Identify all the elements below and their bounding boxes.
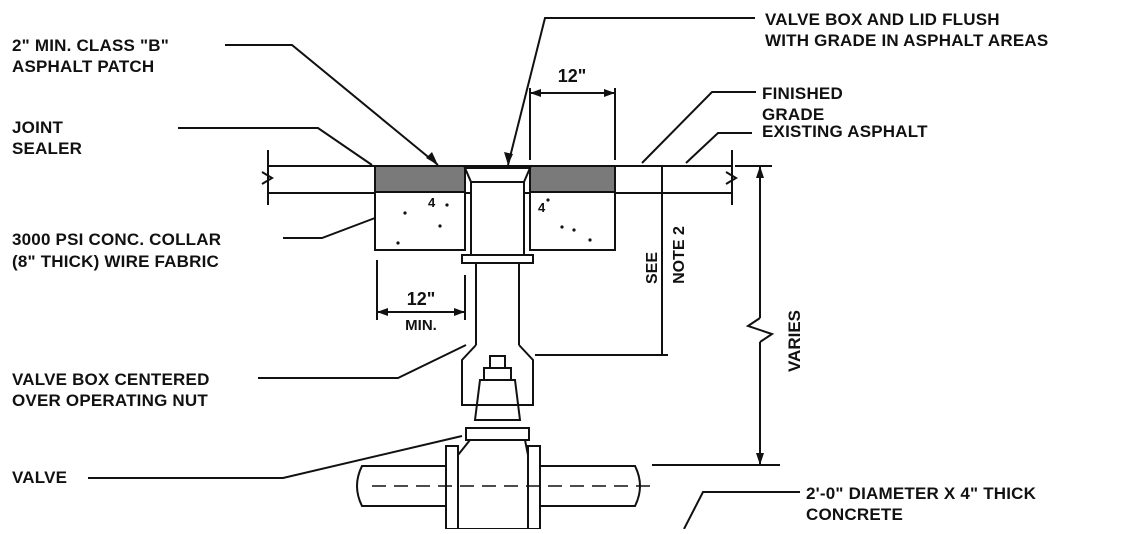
valve-bonnet xyxy=(465,427,530,441)
break-mark-right xyxy=(725,171,738,185)
label-joint-sealer-2: SEALER xyxy=(12,139,83,158)
see-note-text-2: NOTE 2 xyxy=(671,226,688,284)
operating-nut xyxy=(489,355,506,369)
leader-concrete-pad xyxy=(683,491,800,530)
valve-body xyxy=(457,439,529,530)
label-valve-box-lid-1: VALVE BOX AND LID FLUSH xyxy=(765,10,1000,29)
pipe-left xyxy=(356,465,446,507)
label-concrete-pad-1: 2'-0" DIAMETER X 4" THICK xyxy=(806,484,1037,503)
collar-width-min-text: MIN. xyxy=(405,317,437,334)
label-asphalt-patch-2: ASPHALT PATCH xyxy=(12,57,155,76)
leader-valve xyxy=(88,435,463,479)
leader-conc-collar xyxy=(283,217,376,239)
see-note-text-1: SEE xyxy=(644,252,661,284)
leader-finished-grade xyxy=(641,91,756,164)
varies-text: VARIES xyxy=(785,310,804,372)
valve-box-flange xyxy=(461,254,534,264)
label-valve-box-lid-2: WITH GRADE IN ASPHALT AREAS xyxy=(765,31,1049,50)
top-width-dim-text: 12" xyxy=(558,66,587,86)
leader-joint-sealer xyxy=(178,127,373,166)
leader-valve-box-centered xyxy=(258,344,467,379)
asphalt-patch-left xyxy=(374,165,466,193)
label-valve-box-centered-1: VALVE BOX CENTERED xyxy=(12,370,210,389)
aggregate-mark-left: 4 xyxy=(428,195,436,210)
label-conc-collar-1: 3000 PSI CONC. COLLAR xyxy=(12,230,222,249)
leader-valve-box-lid xyxy=(507,17,755,166)
label-conc-collar-2: (8" THICK) WIRE FABRIC xyxy=(12,252,220,271)
valve-box-bottom xyxy=(461,344,534,406)
label-valve-box-centered-2: OVER OPERATING NUT xyxy=(12,391,208,410)
valve-flange-right xyxy=(527,445,541,530)
label-asphalt-patch-1: 2" MIN. CLASS "B" xyxy=(12,36,169,55)
collar-width-dim-text: 12" xyxy=(407,289,436,309)
leader-existing-asphalt xyxy=(685,132,752,164)
label-valve: VALVE xyxy=(12,468,68,487)
label-finished-grade-1: FINISHED xyxy=(762,84,843,103)
label-joint-sealer-1: JOINT xyxy=(12,118,64,137)
label-concrete-pad-2: CONCRETE xyxy=(806,505,903,524)
label-existing-asphalt: EXISTING ASPHALT xyxy=(762,122,928,141)
varies-break xyxy=(745,317,775,343)
aggregate-mark-right: 4 xyxy=(538,200,546,215)
break-mark-left xyxy=(261,171,274,185)
asphalt-patch-right xyxy=(529,165,616,193)
valve-flange-left xyxy=(445,445,459,530)
leader-asphalt-patch xyxy=(225,44,439,166)
concrete-collar-left xyxy=(374,191,466,251)
label-finished-grade-2: GRADE xyxy=(762,105,825,124)
concrete-collar-right xyxy=(529,191,616,251)
